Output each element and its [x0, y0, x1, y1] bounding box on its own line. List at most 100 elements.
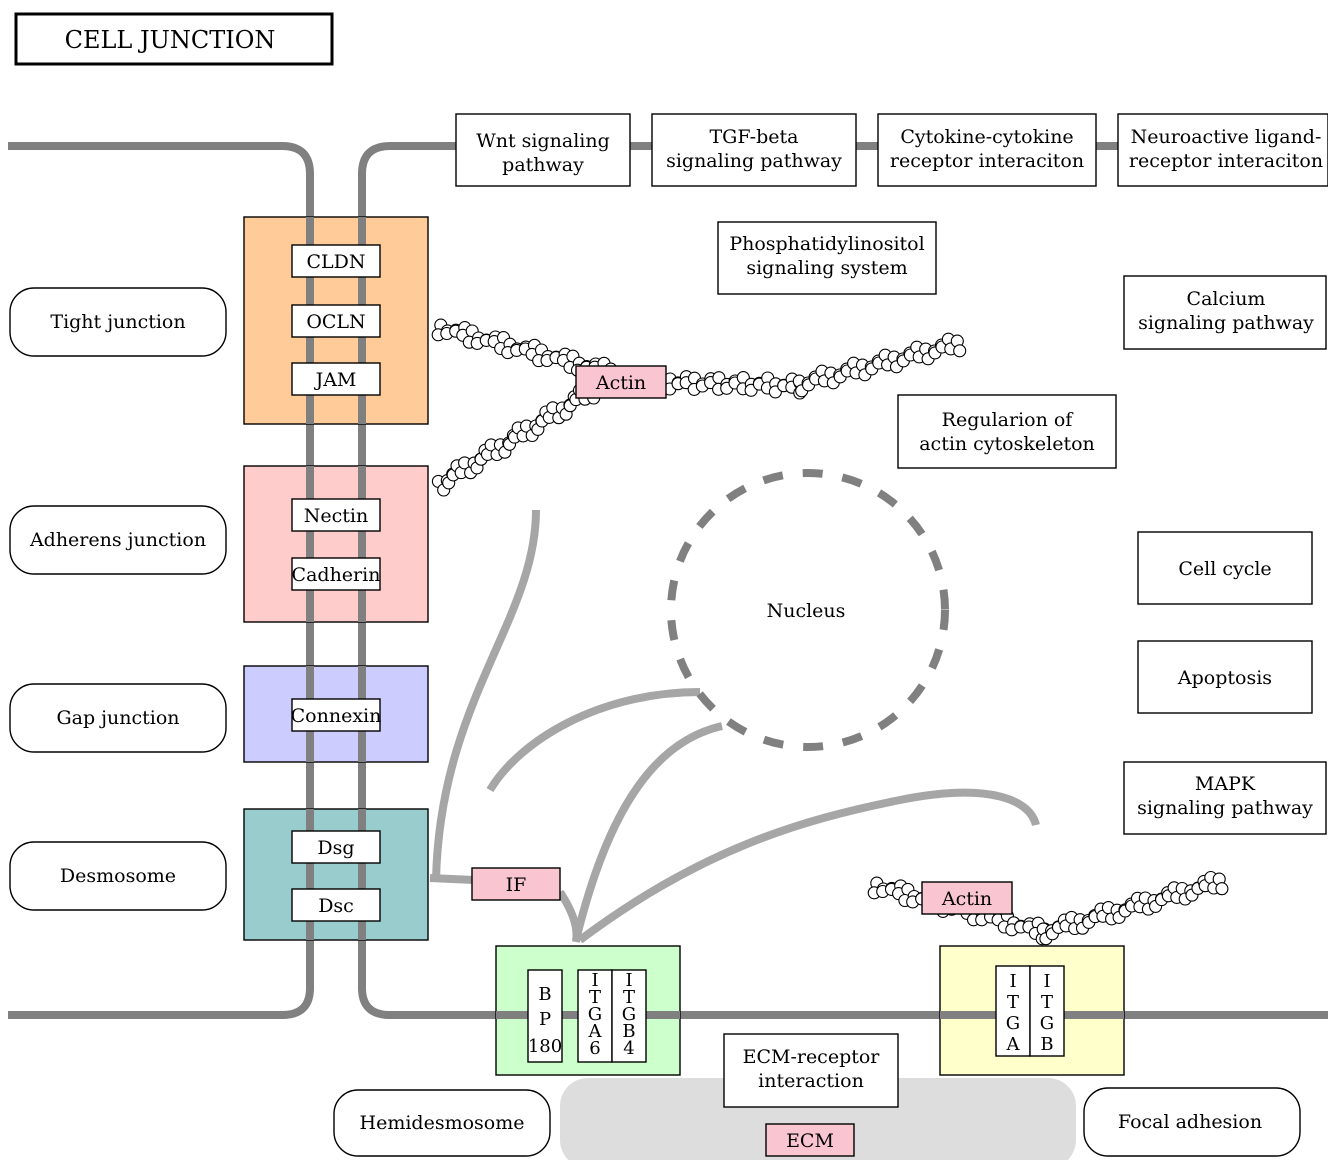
gene-itga6[interactable]: I T G A 6 — [577, 969, 613, 1063]
gene-dsc[interactable]: Dsc — [291, 888, 381, 922]
diagram-title: CELL JUNCTION — [14, 12, 334, 66]
pathway-label: interaction — [758, 1070, 864, 1092]
pathway-label: Wnt signaling — [476, 130, 610, 152]
pathway-label: actin cytoskeleton — [919, 433, 1095, 455]
gene-label: T — [1041, 992, 1053, 1013]
marker-actin-top[interactable]: Actin — [575, 365, 667, 399]
junction-label: Desmosome — [60, 865, 176, 887]
pathway-mapk[interactable]: MAPK signaling pathway — [1123, 761, 1327, 835]
gene-label: B — [538, 984, 551, 1005]
gene-label: I — [625, 970, 632, 991]
gene-label: T — [1007, 992, 1019, 1013]
gene-itga[interactable]: I T G A — [995, 965, 1031, 1057]
gene-bp180[interactable]: B P 180 — [527, 969, 563, 1063]
junction-label: Gap junction — [56, 707, 179, 729]
pathway-tgf-beta[interactable]: TGF-beta signaling pathway — [651, 113, 857, 187]
junction-label: Hemidesmosome — [360, 1112, 525, 1134]
gene-cadherin[interactable]: Cadherin — [291, 557, 381, 591]
pathway-label: TGF-beta — [710, 126, 799, 148]
gene-label: 6 — [589, 1038, 600, 1059]
pathway-phosphatidylinositol[interactable]: Phosphatidylinositol signaling system — [717, 221, 937, 295]
gene-label: Connexin — [291, 705, 382, 727]
junction-label: Tight junction — [50, 311, 185, 333]
marker-if[interactable]: IF — [471, 867, 561, 901]
actin-bead — [953, 344, 967, 358]
pathway-label: Calcium — [1187, 288, 1266, 310]
gene-label: I — [1043, 971, 1050, 992]
gene-label: A — [588, 1021, 603, 1042]
gene-label: B — [1040, 1034, 1053, 1055]
gene-jam[interactable]: JAM — [291, 362, 381, 396]
pathway-label: Cell cycle — [1178, 558, 1271, 580]
pathway-label: signaling pathway — [666, 150, 842, 172]
marker-label: Actin — [941, 888, 992, 910]
ecm-region — [560, 1078, 1076, 1160]
pathway-label: signaling pathway — [1138, 312, 1314, 334]
gene-label: 180 — [528, 1036, 562, 1057]
gene-label: Dsg — [317, 837, 354, 859]
gene-itgb4[interactable]: I T G B 4 — [611, 969, 647, 1063]
pill-adherens-junction[interactable]: Adherens junction — [9, 505, 227, 575]
pathway-apoptosis[interactable]: Apoptosis — [1137, 640, 1313, 714]
gene-nectin[interactable]: Nectin — [291, 498, 381, 532]
pill-gap-junction[interactable]: Gap junction — [9, 683, 227, 753]
adherens-junction-region — [243, 465, 429, 623]
gene-label: B — [622, 1021, 635, 1042]
gene-label: JAM — [314, 369, 357, 391]
gene-label: G — [588, 1004, 602, 1025]
gene-label: CLDN — [306, 251, 365, 273]
marker-label: ECM — [786, 1130, 834, 1152]
pathway-label: Phosphatidylinositol — [729, 233, 924, 255]
gene-itgb[interactable]: I T G B — [1029, 965, 1065, 1057]
pathway-actin-regulation[interactable]: Regularion of actin cytoskeleton — [897, 394, 1117, 469]
gene-label: A — [1006, 1034, 1021, 1055]
intermediate-filaments — [429, 509, 1040, 944]
pathway-label: Apoptosis — [1177, 667, 1272, 689]
pathway-neuroactive[interactable]: Neuroactive ligand- receptor interaciton — [1117, 113, 1328, 187]
gene-label: G — [1006, 1013, 1020, 1034]
pill-tight-junction[interactable]: Tight junction — [9, 287, 227, 357]
gene-label: G — [1040, 1013, 1054, 1034]
gene-ocln[interactable]: OCLN — [291, 304, 381, 338]
pathway-label: Regularion of — [942, 409, 1075, 431]
pathway-calcium[interactable]: Calcium signaling pathway — [1123, 275, 1327, 350]
gene-label: I — [591, 970, 598, 991]
pill-hemidesmosome[interactable]: Hemidesmosome — [333, 1089, 551, 1157]
gene-label: T — [589, 987, 601, 1008]
pill-desmosome[interactable]: Desmosome — [9, 841, 227, 911]
pathway-label: signaling pathway — [1137, 797, 1313, 819]
pathway-label: MAPK — [1195, 773, 1256, 795]
pathway-label: Cytokine-cytokine — [900, 126, 1073, 148]
pathway-ecm-receptor[interactable]: ECM-receptor interaction — [723, 1033, 899, 1108]
pathway-cytokine[interactable]: Cytokine-cytokine receptor interaciton — [877, 113, 1097, 187]
pathway-label: receptor interaciton — [1129, 150, 1323, 172]
marker-actin-bottom[interactable]: Actin — [921, 881, 1013, 915]
gene-dsg[interactable]: Dsg — [291, 830, 381, 864]
gene-cldn[interactable]: CLDN — [291, 244, 381, 278]
gene-label: T — [623, 987, 635, 1008]
actin-bead — [1215, 882, 1229, 896]
junction-label: Focal adhesion — [1118, 1111, 1262, 1133]
pathway-wnt[interactable]: Wnt signaling pathway — [455, 113, 631, 187]
pathway-label: Neuroactive ligand- — [1131, 126, 1322, 148]
title-text: CELL JUNCTION — [65, 26, 276, 54]
marker-ecm[interactable]: ECM — [765, 1123, 855, 1157]
pill-focal-adhesion[interactable]: Focal adhesion — [1083, 1087, 1301, 1157]
gene-label: Dsc — [318, 895, 354, 917]
marker-label: Actin — [595, 372, 646, 394]
gene-label: OCLN — [306, 311, 365, 333]
gene-label: I — [1009, 971, 1016, 992]
nucleus: Nucleus — [667, 469, 949, 751]
gene-label: 4 — [623, 1038, 634, 1059]
gene-connexin[interactable]: Connexin — [291, 698, 382, 732]
actin-filaments — [431, 318, 1229, 946]
nucleus-label: Nucleus — [767, 600, 846, 622]
pathway-label: signaling system — [746, 257, 907, 279]
gene-label: Cadherin — [292, 564, 381, 586]
gene-label: P — [539, 1009, 551, 1030]
pathway-label: ECM-receptor — [743, 1046, 881, 1068]
marker-label: IF — [506, 874, 527, 896]
pathway-cell-cycle[interactable]: Cell cycle — [1137, 531, 1313, 605]
gene-label: G — [622, 1004, 636, 1025]
pathway-label: receptor interaciton — [890, 150, 1084, 172]
